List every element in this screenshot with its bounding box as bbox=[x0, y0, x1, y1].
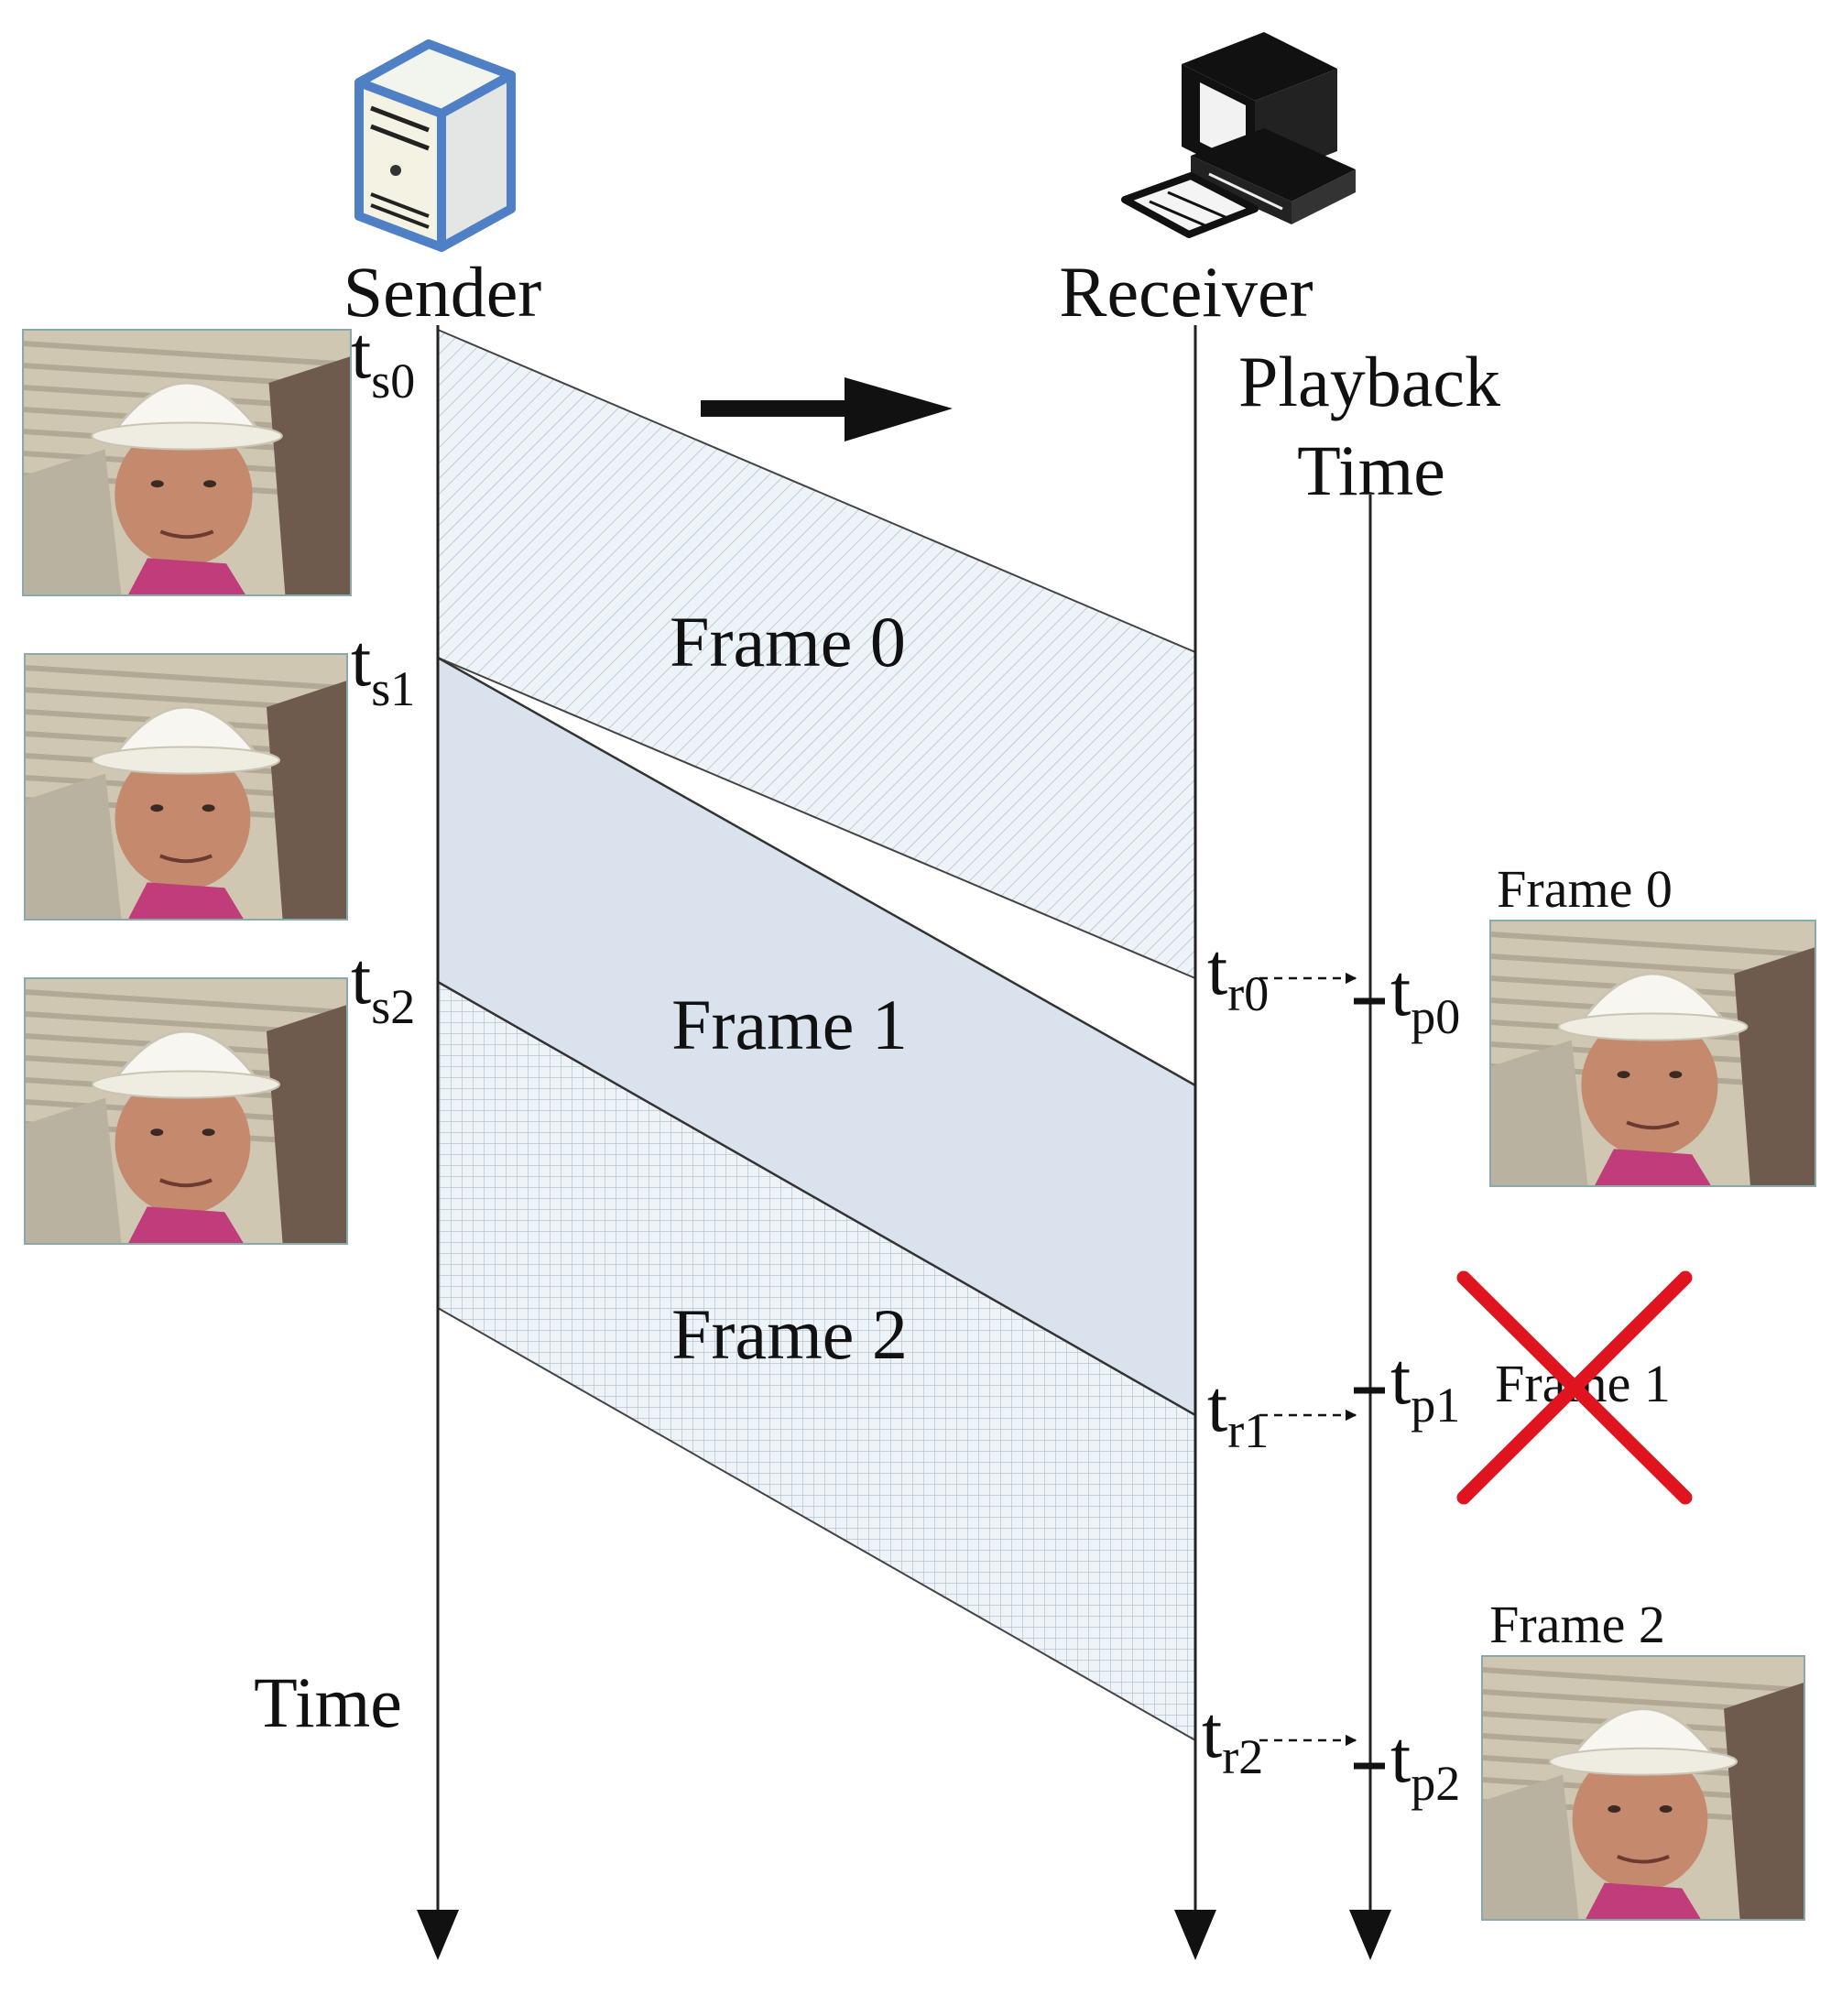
playback-caption-frame-2: Frame 2 bbox=[1489, 1595, 1665, 1654]
video-frame-thumbnail bbox=[1489, 920, 1816, 1187]
playback-caption-frame-0: Frame 0 bbox=[1497, 859, 1673, 919]
sender-timeline bbox=[417, 325, 459, 1960]
receiver-label: Receiver bbox=[1059, 252, 1313, 332]
frame-0-band-label: Frame 0 bbox=[670, 602, 906, 681]
receive-time-label-1: tr1 bbox=[1207, 1367, 1269, 1458]
receive-time-label-0: tr0 bbox=[1207, 930, 1269, 1021]
send-time-label-2: ts2 bbox=[351, 939, 415, 1034]
red-x-icon bbox=[1456, 1270, 1693, 1505]
receive-time-label-2: tr2 bbox=[1202, 1693, 1263, 1784]
frame-1-band-label: Frame 1 bbox=[671, 985, 908, 1064]
playback-time-label-line2: Time bbox=[1297, 430, 1445, 510]
playback-timeline bbox=[1349, 495, 1391, 1960]
time-axis-label: Time bbox=[254, 1662, 402, 1742]
right-arrow-icon bbox=[701, 377, 953, 441]
video-frame-thumbnail bbox=[24, 977, 348, 1245]
playback-time-label-2: tp2 bbox=[1390, 1717, 1460, 1811]
playback-time-label-1: tp1 bbox=[1390, 1339, 1460, 1433]
receiver-timeline bbox=[1174, 325, 1216, 1960]
playback-time-label-line1: Playback bbox=[1238, 342, 1500, 421]
playback-time-label-0: tp0 bbox=[1390, 951, 1460, 1044]
video-frame-thumbnail bbox=[1481, 1655, 1805, 1921]
send-time-label-0: ts0 bbox=[351, 313, 415, 409]
server-tower-icon bbox=[354, 39, 516, 252]
sender-label: Sender bbox=[343, 252, 542, 332]
video-frame-thumbnail bbox=[22, 329, 352, 596]
video-frame-thumbnail bbox=[24, 653, 348, 921]
desktop-computer-icon bbox=[1121, 32, 1356, 238]
send-time-label-1: ts1 bbox=[351, 621, 415, 716]
frame-2-band-label: Frame 2 bbox=[671, 1294, 908, 1374]
